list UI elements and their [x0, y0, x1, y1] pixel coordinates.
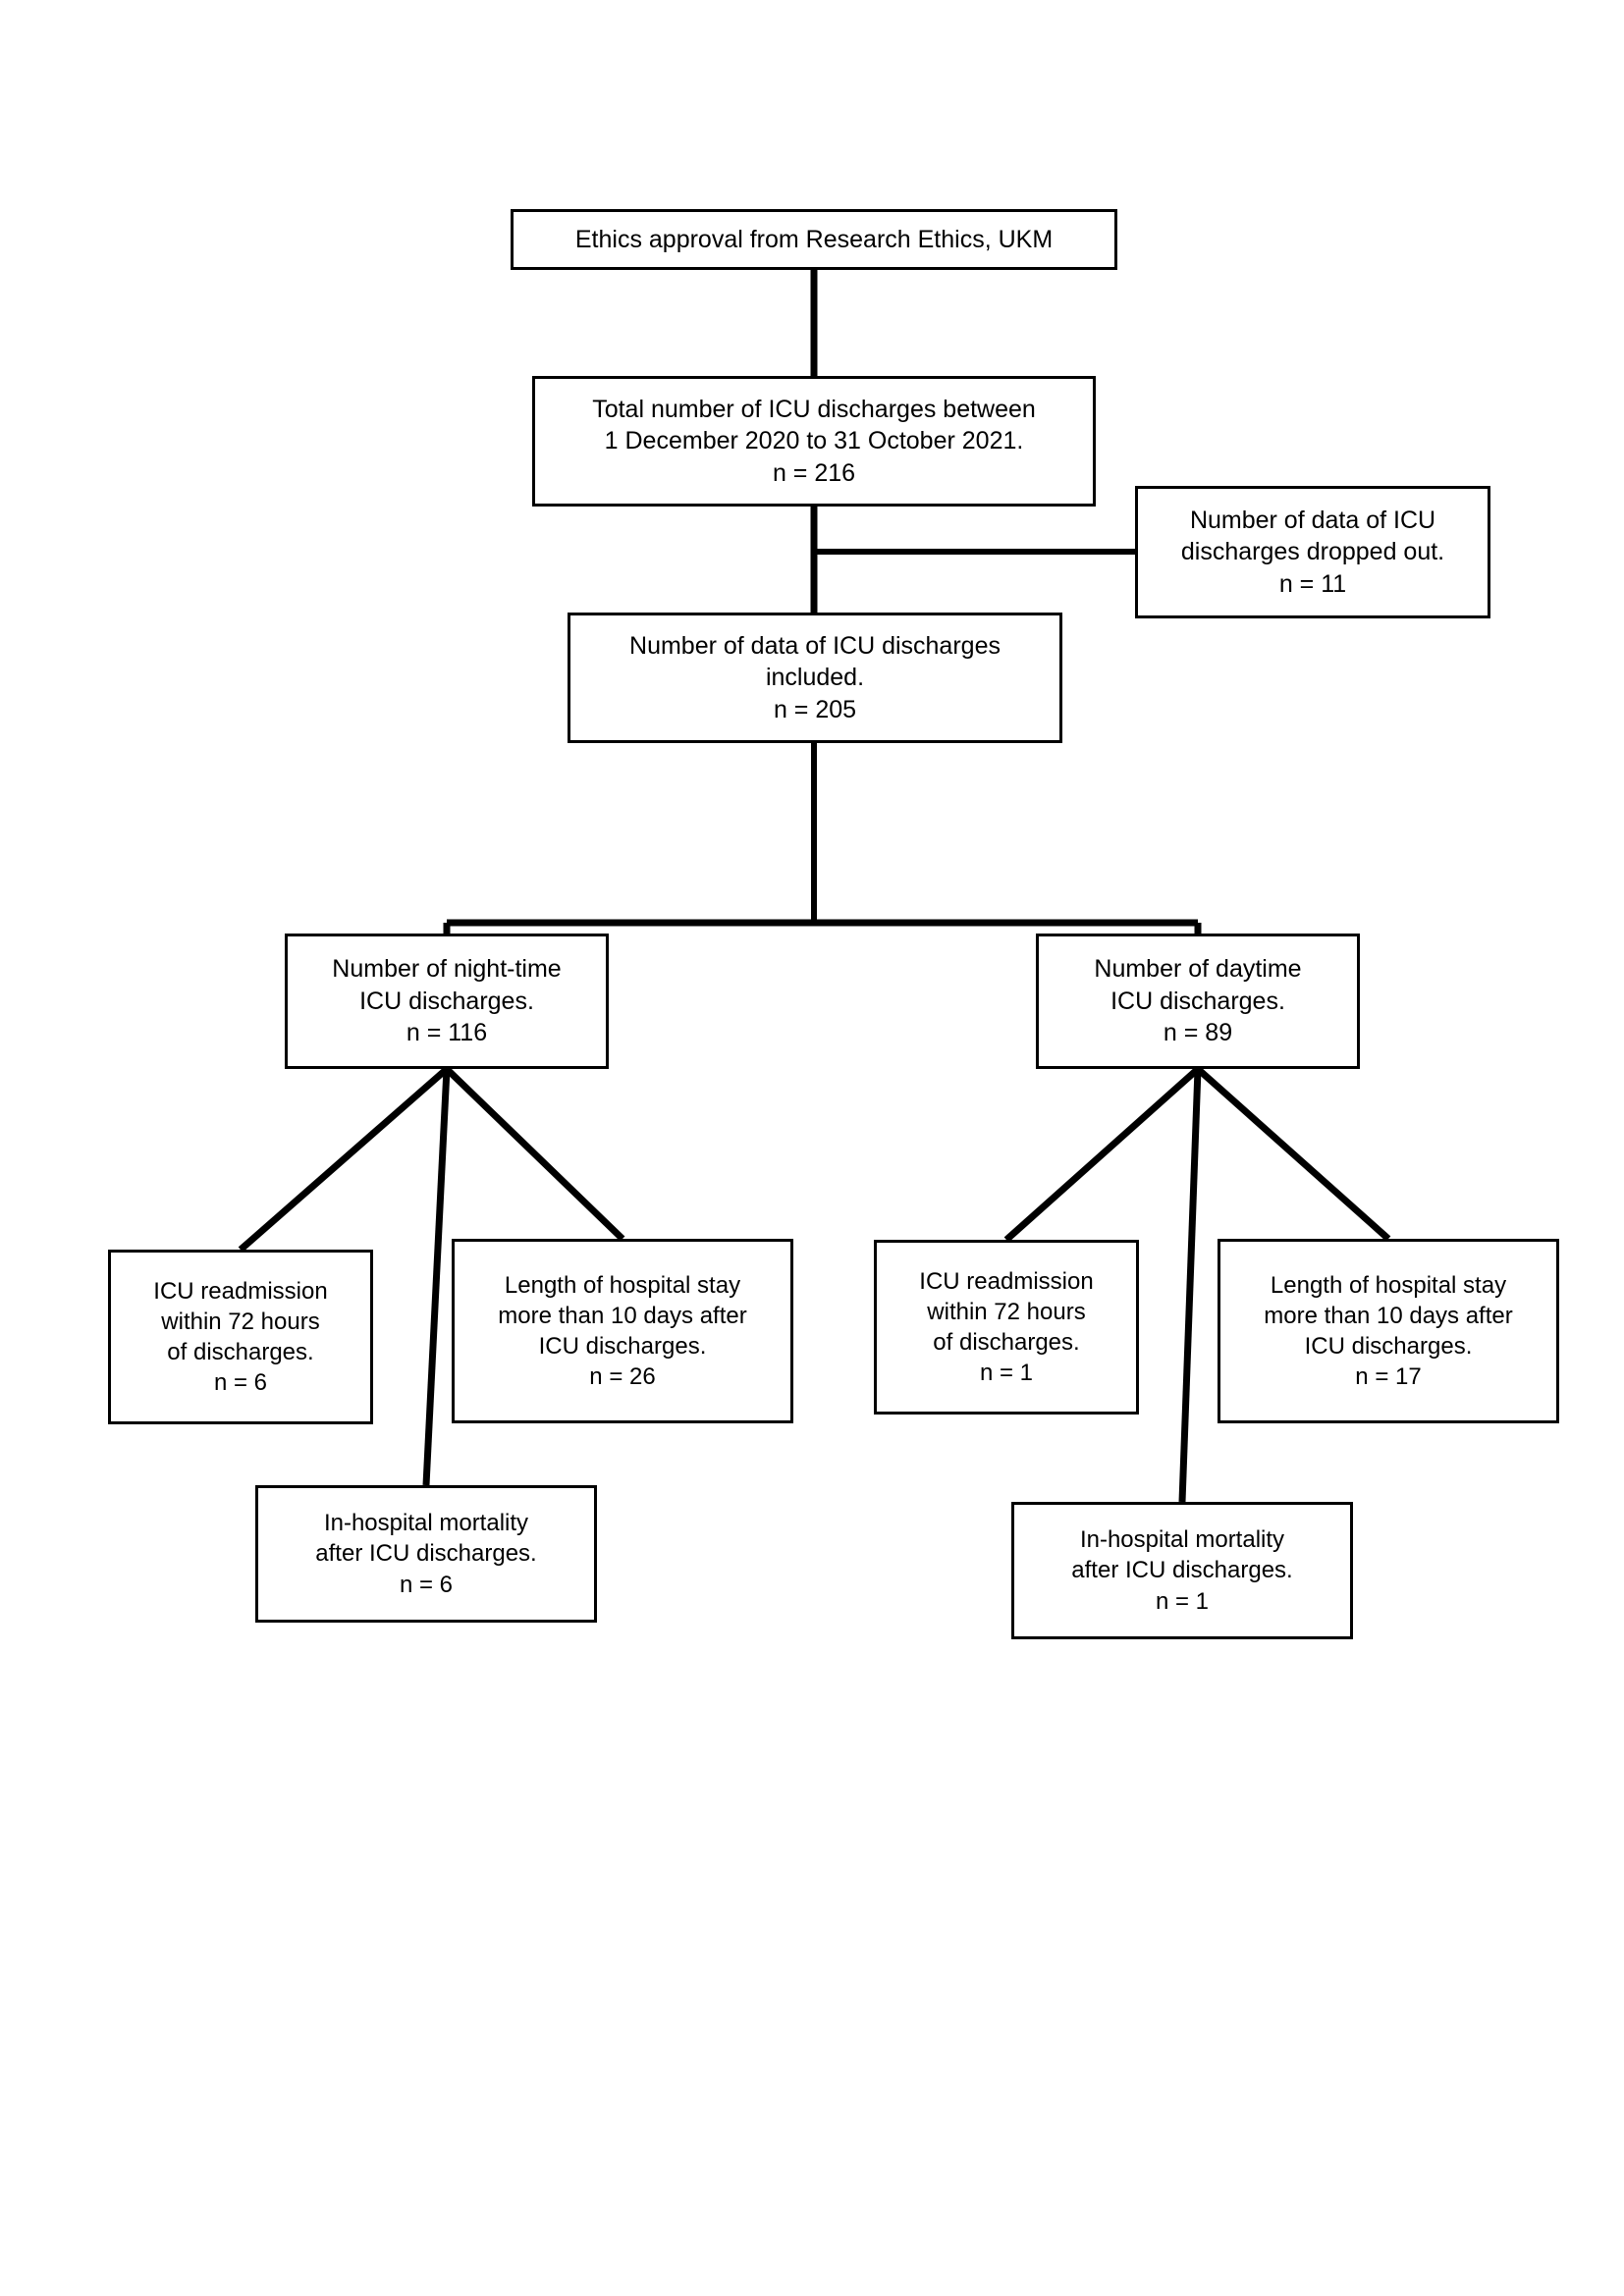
node-line: after ICU discharges.: [315, 1540, 537, 1568]
node-count: n = 116: [406, 1019, 488, 1047]
node-line: more than 10 days after: [1264, 1302, 1513, 1329]
node-line: within 72 hours: [927, 1298, 1086, 1325]
node-count: n = 1: [1155, 1587, 1210, 1615]
node-line: 1 December 2020 to 31 October 2021.: [604, 427, 1024, 455]
day-icu-readmission-box: ICU readmission within 72 hours of disch…: [874, 1240, 1139, 1415]
day-to-length-of-stay: [1195, 1066, 1391, 1242]
node-line: In-hospital mortality: [1079, 1526, 1285, 1554]
node-line: after ICU discharges.: [1071, 1557, 1293, 1584]
night-time-discharges-box: Number of night-time ICU discharges. n =…: [285, 934, 609, 1069]
node-line: Ethics approval from Research Ethics, UK…: [574, 225, 1054, 253]
node-line: ICU readmission: [919, 1267, 1094, 1295]
node-count: n = 6: [213, 1369, 268, 1397]
node-line: In-hospital mortality: [323, 1510, 529, 1537]
node-line: Length of hospital stay: [1270, 1271, 1507, 1299]
day-in-hospital-mortality-box: In-hospital mortality after ICU discharg…: [1011, 1502, 1353, 1639]
node-count: n = 26: [589, 1363, 656, 1391]
night-to-mortality: [422, 1068, 451, 1486]
night-length-of-stay-box: Length of hospital stay more than 10 day…: [452, 1239, 793, 1423]
node-line: Length of hospital stay: [504, 1271, 741, 1299]
node-count: n = 216: [772, 458, 856, 487]
day-to-readmission: [1003, 1066, 1201, 1243]
node-count: n = 205: [773, 695, 857, 723]
night-icu-readmission-box: ICU readmission within 72 hours of disch…: [108, 1250, 373, 1424]
node-count: n = 6: [399, 1571, 454, 1598]
node-line: ICU discharges.: [1110, 987, 1285, 1015]
node-line: ICU discharges.: [359, 987, 534, 1015]
dropped-out-box: Number of data of ICU discharges dropped…: [1135, 486, 1490, 618]
ethics-approval-box: Ethics approval from Research Ethics, UK…: [511, 209, 1117, 270]
node-line: Total number of ICU discharges between: [592, 395, 1036, 423]
node-count: n = 1: [979, 1360, 1034, 1387]
daytime-discharges-box: Number of daytime ICU discharges. n = 89: [1036, 934, 1360, 1069]
node-line: ICU discharges.: [1304, 1333, 1473, 1360]
node-line: of discharges.: [933, 1329, 1080, 1356]
night-to-readmission: [238, 1066, 450, 1253]
node-line: ICU discharges.: [538, 1333, 707, 1360]
node-line: more than 10 days after: [498, 1302, 747, 1329]
node-line: ICU readmission: [153, 1277, 328, 1305]
included-box: Number of data of ICU discharges include…: [568, 613, 1062, 743]
day-length-of-stay-box: Length of hospital stay more than 10 day…: [1218, 1239, 1559, 1423]
night-to-length-of-stay: [444, 1066, 625, 1242]
node-count: n = 11: [1278, 569, 1347, 598]
node-line: Number of night-time: [332, 955, 562, 984]
total-discharges-box: Total number of ICU discharges between 1…: [532, 376, 1096, 507]
node-count: n = 17: [1355, 1363, 1422, 1391]
node-line: included.: [765, 664, 865, 692]
node-line: Number of data of ICU: [1189, 506, 1436, 534]
night-in-hospital-mortality-box: In-hospital mortality after ICU discharg…: [255, 1485, 597, 1623]
day-to-mortality: [1178, 1068, 1202, 1503]
node-count: n = 89: [1163, 1019, 1233, 1047]
node-line: Number of daytime: [1094, 955, 1302, 984]
node-line: Number of data of ICU discharges: [629, 631, 1001, 660]
node-line: discharges dropped out.: [1180, 538, 1445, 566]
node-line: of discharges.: [167, 1339, 314, 1365]
node-line: within 72 hours: [161, 1308, 320, 1335]
